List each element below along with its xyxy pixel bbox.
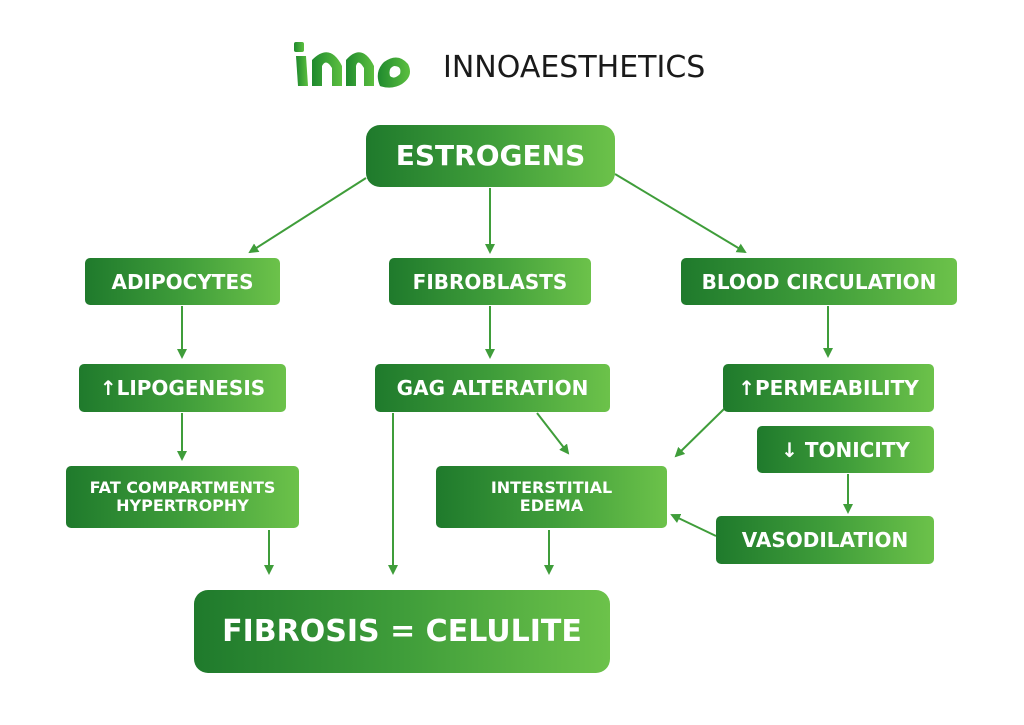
node-label: ↑PERMEABILITY xyxy=(738,376,919,400)
node-label: ↓ TONICITY xyxy=(781,437,910,462)
node-label-line2: HYPERTROPHY xyxy=(116,496,249,515)
node-label: ↑LIPOGENESIS xyxy=(99,376,266,400)
arrow-vasodilation-edema xyxy=(670,513,717,537)
node-estrogens: ESTROGENS xyxy=(366,125,615,187)
node-tonicity: ↓ TONICITY xyxy=(757,426,934,473)
node-label: ESTROGENS xyxy=(395,138,586,172)
node-fat-compartments-hypertrophy: FAT COMPARTMENTS HYPERTROPHY xyxy=(66,466,299,528)
node-permeability: ↑PERMEABILITY xyxy=(723,364,934,412)
inno-logo-icon xyxy=(294,42,410,88)
node-label: ADIPOCYTES xyxy=(111,269,254,294)
node-lipogenesis: ↑LIPOGENESIS xyxy=(79,364,286,412)
node-blood-circulation: BLOOD CIRCULATION xyxy=(681,258,957,305)
node-label-line1: FAT COMPARTMENTS xyxy=(89,478,276,498)
node-label: GAG ALTERATION xyxy=(396,376,589,400)
node-label-line2: EDEMA xyxy=(519,496,584,515)
node-label: BLOOD CIRCULATION xyxy=(701,269,937,294)
node-fibrosis-celulite: FIBROSIS = CELULITE xyxy=(194,590,610,673)
node-gag-alteration: GAG ALTERATION xyxy=(375,364,610,412)
brand-name: INNOAESTHETICS xyxy=(443,50,706,85)
node-vasodilation: VASODILATION xyxy=(716,516,934,564)
node-interstitial-edema: INTERSTITIAL EDEMA xyxy=(436,466,667,528)
node-adipocytes: ADIPOCYTES xyxy=(85,258,280,305)
node-label: VASODILATION xyxy=(741,528,909,552)
node-fibroblasts: FIBROBLASTS xyxy=(389,258,591,305)
arrow-permeability-edema xyxy=(674,408,725,458)
arrow-estrogens-blood xyxy=(614,173,747,254)
node-label-line1: INTERSTITIAL xyxy=(490,478,613,498)
node-label: FIBROBLASTS xyxy=(412,269,568,294)
node-label: FIBROSIS = CELULITE xyxy=(222,614,582,649)
arrow-estrogens-adipocytes xyxy=(248,177,367,254)
arrow-gag-edema xyxy=(536,412,570,455)
